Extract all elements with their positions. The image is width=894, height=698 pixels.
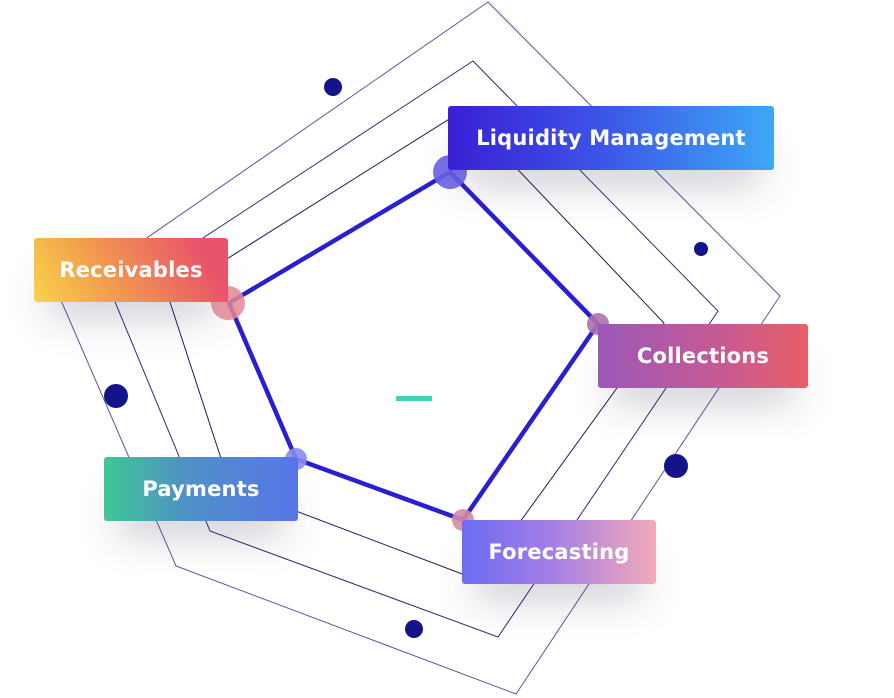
core-pentagon bbox=[226, 169, 601, 523]
center-dash bbox=[396, 396, 432, 401]
liquidity-management-label: Liquidity Management bbox=[476, 126, 746, 150]
orbit-dot bbox=[405, 620, 423, 638]
collections-card[interactable]: Collections bbox=[598, 324, 808, 388]
liquidity-management-card[interactable]: Liquidity Management bbox=[448, 106, 774, 170]
receivables-card[interactable]: Receivables bbox=[34, 238, 228, 302]
receivables-label: Receivables bbox=[59, 258, 203, 282]
forecasting-card[interactable]: Forecasting bbox=[462, 520, 656, 584]
payments-label: Payments bbox=[142, 477, 260, 501]
collections-label: Collections bbox=[636, 344, 770, 368]
forecasting-label: Forecasting bbox=[488, 540, 630, 564]
orbit-dot bbox=[694, 242, 708, 256]
orbit-dot bbox=[324, 78, 342, 96]
orbit-dot bbox=[664, 454, 688, 478]
payments-card[interactable]: Payments bbox=[104, 457, 298, 521]
orbit-dot bbox=[104, 384, 128, 408]
